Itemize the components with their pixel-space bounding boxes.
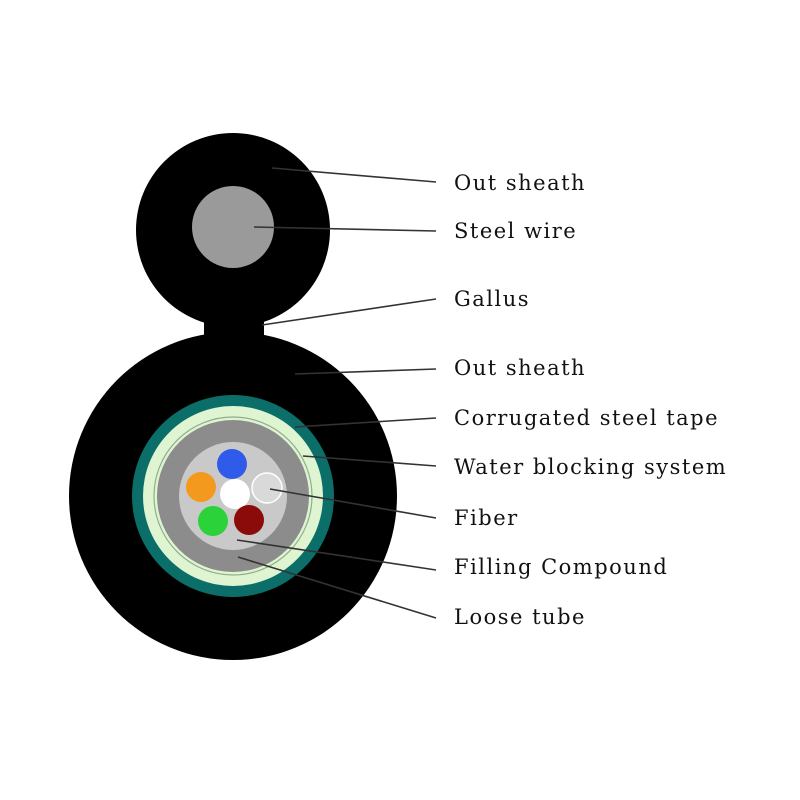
leader-loose-tube	[237, 556, 437, 619]
fiber-green	[198, 506, 228, 536]
leader-filling-compound	[236, 539, 437, 571]
leader-fiber	[269, 488, 437, 519]
label-corrugated-steel-tape: Corrugated steel tape	[454, 406, 719, 430]
label-out-sheath-top: Out sheath	[454, 171, 586, 195]
leader-out-sheath-top	[271, 167, 437, 183]
label-fiber: Fiber	[454, 506, 519, 530]
leader-out-sheath-bottom	[294, 368, 437, 375]
label-water-blocking-system: Water blocking system	[454, 455, 727, 479]
leader-corrugated-steel-tape	[294, 417, 437, 428]
label-gallus: Gallus	[454, 287, 530, 311]
fiber-blue	[217, 449, 247, 479]
leader-water-blocking-system	[302, 455, 437, 467]
label-loose-tube: Loose tube	[454, 605, 586, 629]
leader-steel-wire	[253, 226, 437, 232]
fiber-natural	[251, 472, 283, 504]
label-filling-compound: Filling Compound	[454, 555, 668, 579]
label-steel-wire: Steel wire	[454, 219, 577, 243]
fiber-brown	[234, 505, 264, 535]
fiber-white	[220, 479, 250, 509]
label-out-sheath-bottom: Out sheath	[454, 356, 586, 380]
leader-gallus	[261, 298, 437, 326]
fiber-orange	[186, 472, 216, 502]
steel-wire	[192, 186, 274, 268]
